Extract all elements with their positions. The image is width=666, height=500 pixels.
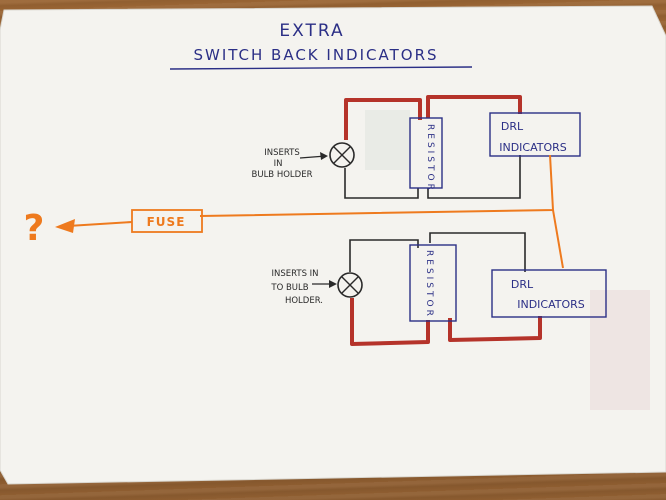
show-through-shade-2 <box>365 110 410 170</box>
bottom-drl-line-2: INDICATORS <box>517 298 585 311</box>
bottom-red-wire-left <box>350 298 430 346</box>
bottom-note-line-3: HOLDER. <box>285 296 323 306</box>
top-note-arrowhead <box>320 152 328 160</box>
orange-bottom-drop <box>552 209 564 269</box>
fuse-box <box>131 209 203 233</box>
bottom-note-line-1: INSERTS IN <box>271 269 318 279</box>
output-unknown-label: ? <box>24 208 45 249</box>
top-note-line-1: INSERTS <box>264 148 300 158</box>
fuse-label: FUSE <box>147 215 186 229</box>
title-underline <box>169 66 473 70</box>
top-note-line-2: IN <box>274 159 283 169</box>
bottom-note-line-2: TO BULB <box>270 283 308 293</box>
top-pencil-wire-right <box>427 155 521 199</box>
top-note-line-3: BULB HOLDER <box>252 170 313 180</box>
bottom-drl-box <box>491 269 607 318</box>
bottom-note-arrowhead <box>329 280 337 288</box>
paper-sheet <box>0 5 666 485</box>
title-line-1: EXTRA <box>279 21 344 41</box>
top-resistor-box <box>409 117 443 189</box>
output-arrow-icon <box>55 219 75 233</box>
bottom-bulb-icon <box>337 272 363 298</box>
bottom-red-wire-right <box>448 316 542 342</box>
bottom-resistor-label: RESISTOR <box>424 250 434 319</box>
bottom-pencil-wire-left <box>349 239 419 272</box>
title-line-2: SWITCH BACK INDICATORS <box>193 46 438 64</box>
orange-output-wire <box>67 221 133 227</box>
top-drl-box <box>489 112 581 157</box>
top-red-wire-left <box>344 98 422 140</box>
bottom-drl-line-1: DRL <box>511 278 534 291</box>
top-red-wire-right <box>426 95 522 118</box>
top-resistor-label: RESISTOR <box>425 124 435 193</box>
bottom-pencil-wire-right <box>429 232 526 272</box>
top-drl-line-2: INDICATORS <box>499 141 567 154</box>
bottom-resistor-box <box>409 244 457 322</box>
show-through-shade <box>590 290 650 410</box>
top-pencil-wire-left <box>344 168 419 199</box>
top-drl-line-1: DRL <box>501 120 524 133</box>
top-bulb-icon <box>329 142 355 168</box>
